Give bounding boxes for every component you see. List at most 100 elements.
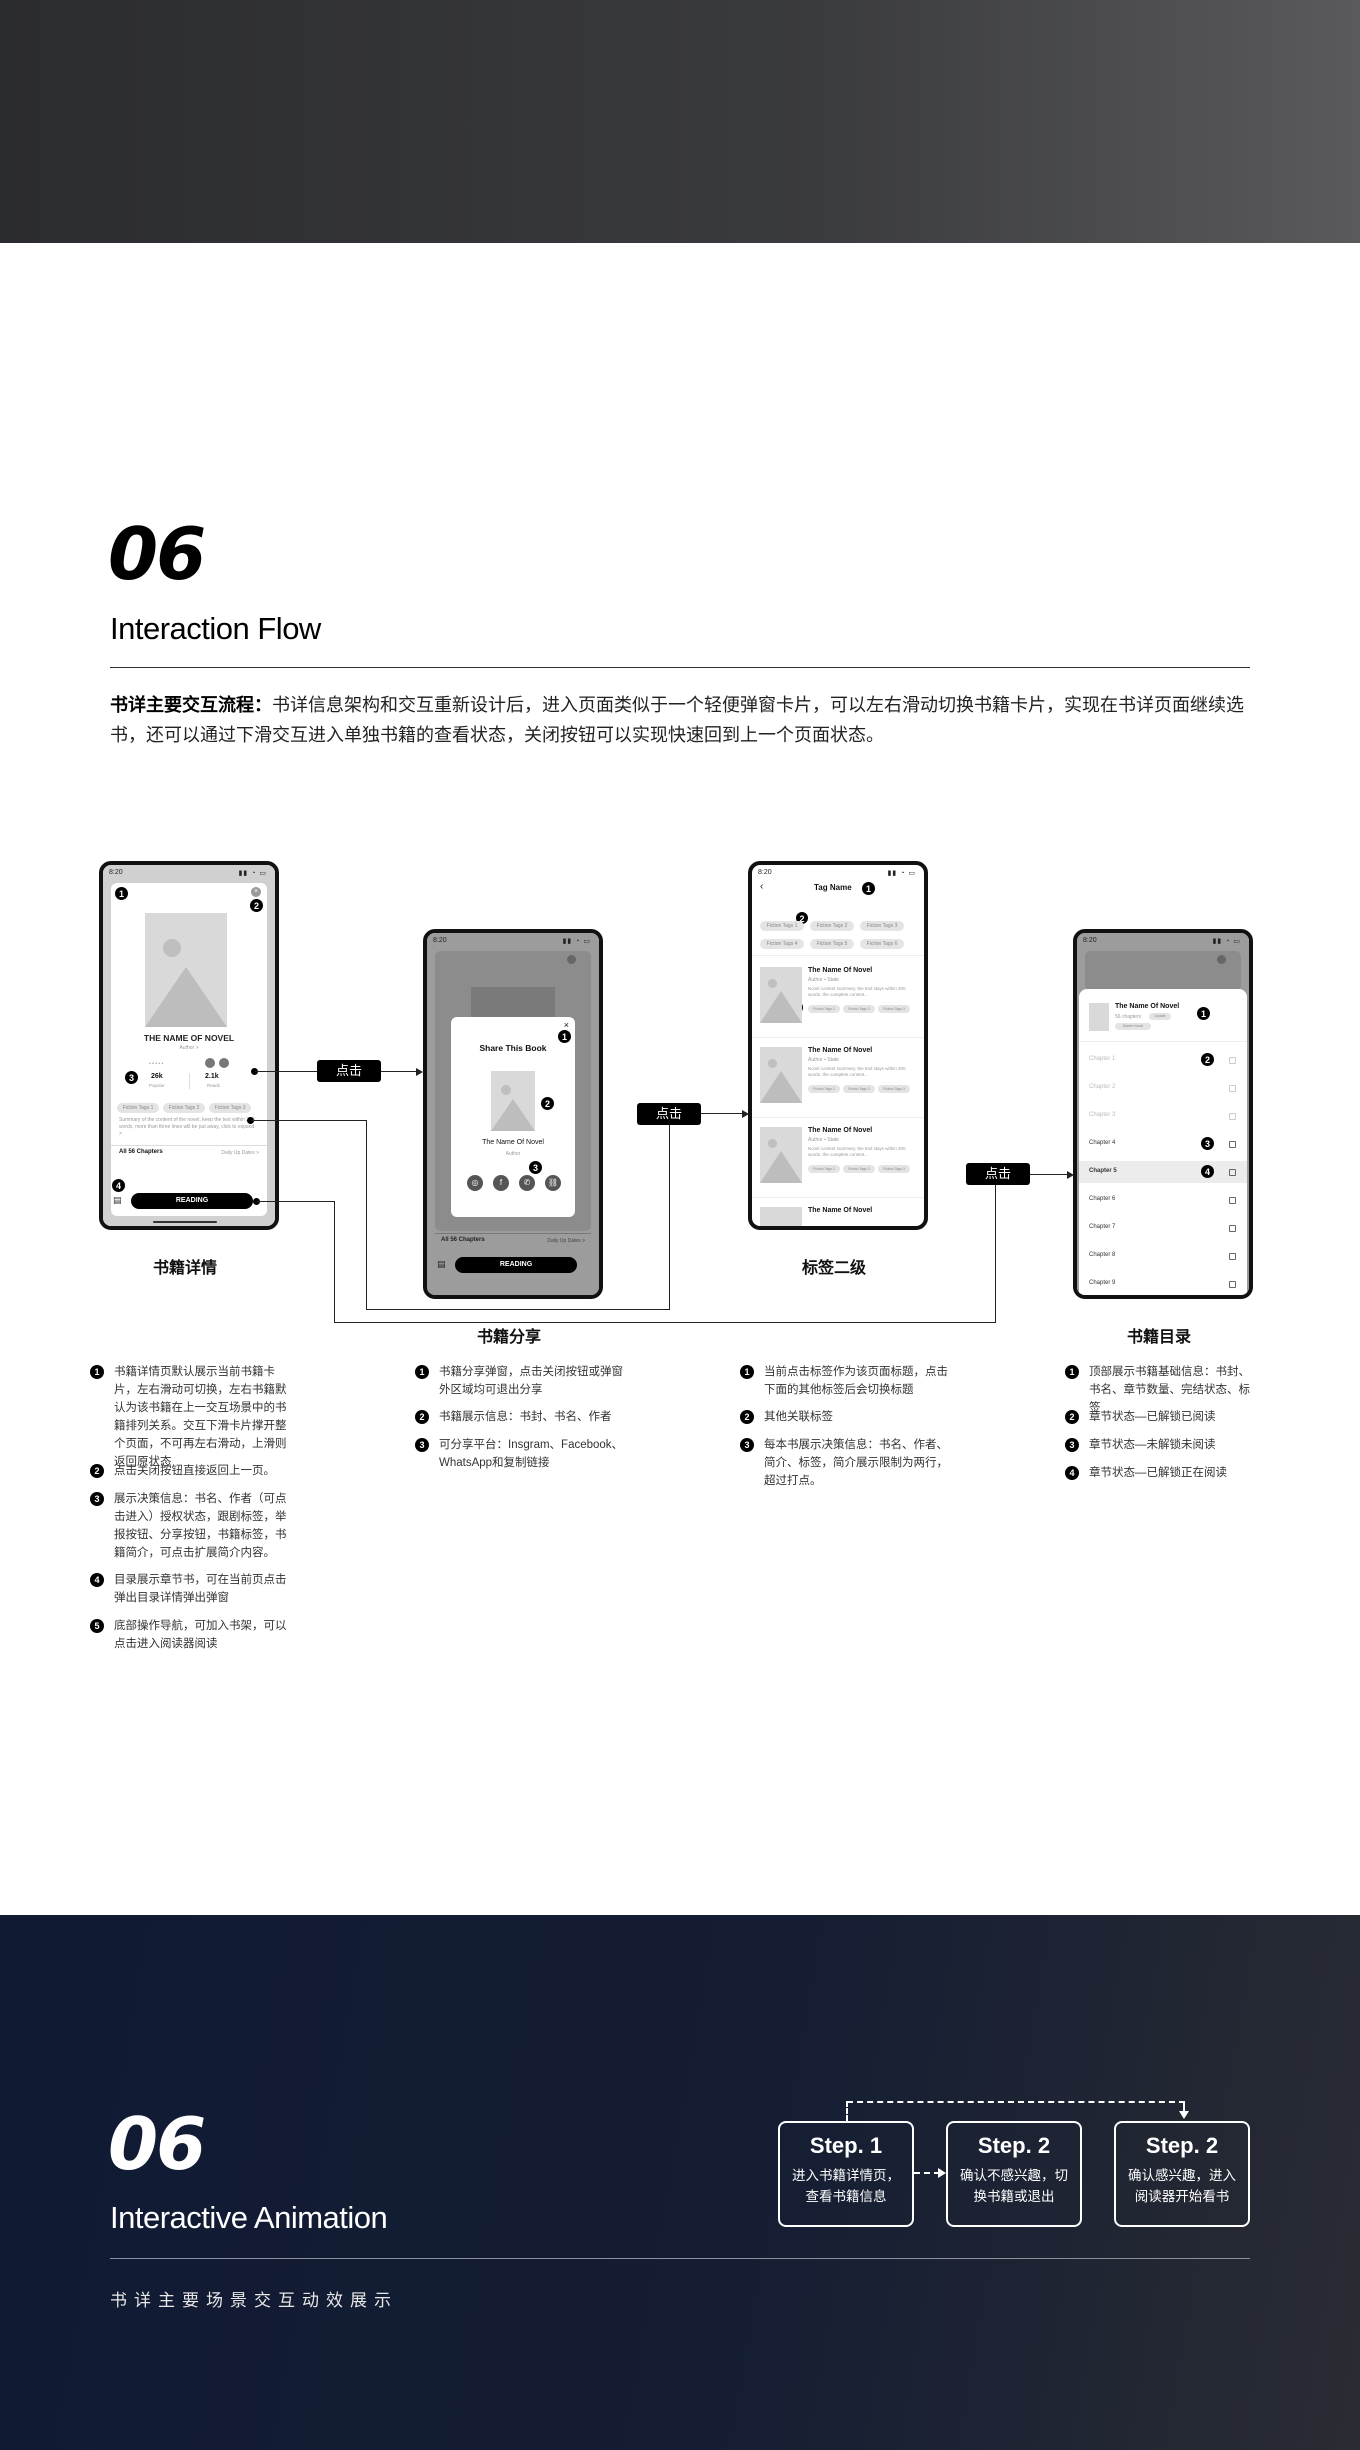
note-text: 其他关联标签 <box>764 1411 833 1423</box>
book-list-item[interactable]: The Name Of Novel Author • State Novel c… <box>752 1041 916 1117</box>
marker-1: 1 <box>558 1030 571 1043</box>
note-text: 章节状态—已解锁已阅读 <box>1089 1411 1216 1423</box>
chapter-title: Chapter 1 <box>1089 1056 1116 1062</box>
step-title: Step. 2 <box>977 2133 1051 2158</box>
book-tag: Fiction Tags 3 <box>878 1165 910 1173</box>
intro-paragraph: 书详主要交互流程：书详信息架构和交互重新设计后，进入页面类似于一个轻便弹窗卡片，… <box>110 690 1250 750</box>
report-icon[interactable] <box>205 1058 215 1068</box>
chapter-title: Chapter 9 <box>1089 1280 1116 1286</box>
step-desc-line: 换书籍或退出 <box>973 2189 1055 2204</box>
book-tag: Fiction Tags 2 <box>843 1085 875 1093</box>
chapter-row[interactable]: Chapter 6 <box>1079 1189 1247 1211</box>
phone-book-toc: 8:20 ▮▮ ◔ ▭ The Name Of Novel 56 chapter… <box>1073 929 1253 1299</box>
chapter-row[interactable]: Chapter 4 3 <box>1079 1133 1247 1155</box>
copy-link-icon[interactable]: ⛓ <box>545 1175 561 1191</box>
book-meta: Author • State <box>808 1057 839 1063</box>
chapter-row[interactable]: Chapter 8 <box>1079 1245 1247 1267</box>
related-tag[interactable]: Fiction Tags 5 <box>810 939 854 949</box>
share-icon[interactable] <box>219 1058 229 1068</box>
home-indicator <box>153 1221 217 1223</box>
arrow-icon <box>416 1068 423 1076</box>
book-summary[interactable]: Summary of the content of the novel, kee… <box>119 1117 255 1137</box>
header-band <box>0 0 1360 243</box>
book-tag[interactable]: Fiction Tags 3 <box>209 1103 251 1113</box>
chapters-count[interactable]: All 56 Chapters <box>119 1149 163 1155</box>
related-tag[interactable]: Fiction Tags 6 <box>860 939 904 949</box>
step-desc-line: 查看书籍信息 <box>805 2189 887 2204</box>
share-book-cover <box>491 1071 535 1131</box>
book-tag[interactable]: Fiction Tags 1 <box>117 1103 159 1113</box>
book-list-item[interactable]: The Name Of Novel Author • State Novel c… <box>752 1121 916 1197</box>
facebook-icon[interactable]: f <box>493 1175 509 1191</box>
connector-line <box>669 1113 744 1114</box>
arrow-icon <box>742 1110 749 1118</box>
reading-button[interactable]: READING <box>131 1193 253 1209</box>
section-title: Interaction Flow <box>110 611 321 646</box>
chapter-row[interactable]: Chapter 9 <box>1079 1273 1247 1295</box>
marker-1: 1 <box>1197 1007 1210 1020</box>
related-tag[interactable]: Fiction Tags 4 <box>760 939 804 949</box>
note-number: 1 <box>1065 1365 1079 1379</box>
book-desc: Novel content summary, the text stays wi… <box>808 1066 906 1077</box>
book-title: THE NAME OF NOVEL <box>143 1033 235 1043</box>
marker-2: 2 <box>1201 1053 1214 1066</box>
book-list-item[interactable]: The Name Of Novel <box>752 1201 916 1226</box>
book-card[interactable]: 1 × 2 THE NAME OF NOVEL Author > • • • •… <box>111 883 267 1216</box>
book-name: The Name Of Novel <box>808 1207 873 1214</box>
connector-line <box>257 1201 335 1202</box>
divider <box>110 667 1250 668</box>
book-tag: Fiction Tags 3 <box>878 1085 910 1093</box>
unlock-icon <box>1229 1113 1236 1120</box>
note-number: 1 <box>90 1365 104 1379</box>
bookshelf-icon: ▤ <box>437 1259 446 1269</box>
share-book-author: Author <box>505 1151 521 1157</box>
section-number: 06 <box>108 2102 206 2186</box>
bookshelf-icon[interactable]: ▤ <box>113 1195 122 1205</box>
toc-book-author: Starter Novel <box>1115 1023 1151 1030</box>
step-card-1: Step. 1 进入书籍详情页，查看书籍信息 <box>778 2121 914 2227</box>
chapter-row[interactable]: Chapter 3 <box>1079 1105 1247 1127</box>
step-desc-line: 确认感兴趣，进入 <box>1128 2168 1236 2183</box>
section-number: 06 <box>108 512 206 596</box>
note-text: 点击关闭按钮直接返回上一页。 <box>114 1465 275 1477</box>
chapter-title: Chapter 7 <box>1089 1224 1116 1230</box>
unlock-icon <box>1229 1085 1236 1092</box>
book-list-item[interactable]: The Name Of Novel Author • State Novel c… <box>752 961 916 1037</box>
close-icon[interactable]: × <box>251 887 261 897</box>
chapter-row[interactable]: Chapter 1 2 <box>1079 1049 1247 1071</box>
connector-line <box>334 1322 996 1323</box>
back-icon[interactable]: ‹ <box>760 881 764 892</box>
chapter-row[interactable]: Chapter 7 <box>1079 1217 1247 1239</box>
arrow-down-icon <box>1179 2111 1189 2119</box>
connector-node <box>251 1068 258 1075</box>
book-meta: Author • State <box>808 1137 839 1143</box>
chapter-title: Chapter 5 <box>1089 1168 1117 1174</box>
whatsapp-icon[interactable]: ✆ <box>519 1175 535 1191</box>
chapters-count: All 56 Chapters <box>441 1237 485 1243</box>
close-icon[interactable] <box>567 955 576 964</box>
step-title: Step. 2 <box>1145 2133 1219 2158</box>
chapter-row-current[interactable]: Chapter 5 4 <box>1079 1161 1247 1183</box>
book-tag[interactable]: Fiction Tags 2 <box>163 1103 205 1113</box>
book-name: The Name Of Novel <box>808 967 873 974</box>
book-author[interactable]: Author > <box>179 1045 199 1051</box>
marker-3: 3 <box>1201 1137 1214 1150</box>
status-time: 8:20 <box>1083 937 1097 944</box>
popup-close-icon[interactable]: × <box>563 1020 569 1030</box>
related-tag[interactable]: Fiction Tags 2 <box>810 921 854 931</box>
related-tag[interactable]: Fiction Tags 3 <box>860 921 904 931</box>
close-icon[interactable] <box>1217 955 1226 964</box>
step-desc-line: 阅读器开始看书 <box>1134 2189 1230 2204</box>
instagram-icon[interactable]: ◎ <box>467 1175 483 1191</box>
related-tag[interactable]: Fiction Tags 1 <box>760 921 804 931</box>
marker-1: 1 <box>115 887 128 900</box>
chapter-row[interactable]: Chapter 2 <box>1079 1077 1247 1099</box>
status-icons: ▮▮ ◔ ▭ <box>887 870 916 877</box>
status-icons: ▮▮ ◔ ▭ <box>562 938 591 945</box>
book-desc: Novel content summary, the text stays wi… <box>808 986 906 997</box>
